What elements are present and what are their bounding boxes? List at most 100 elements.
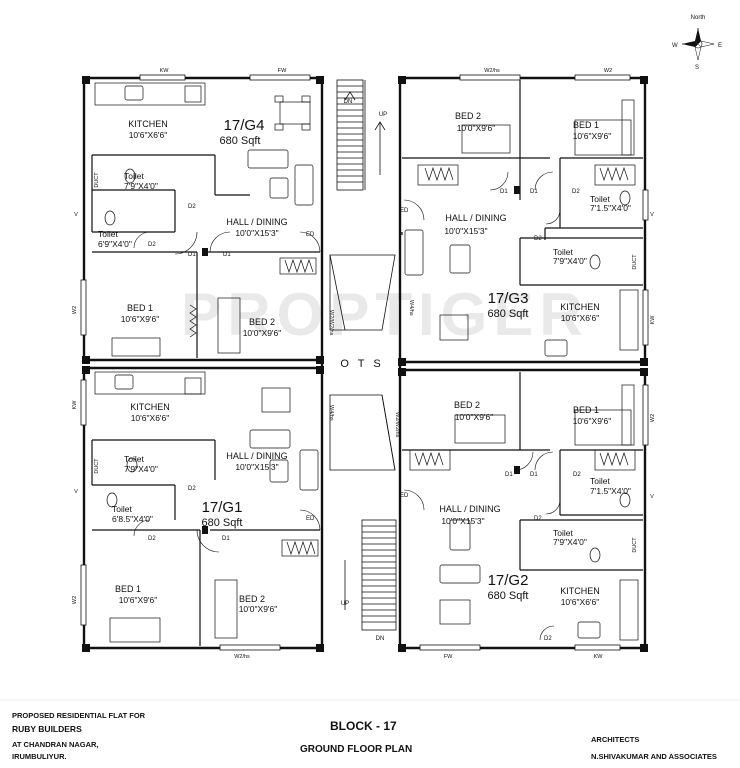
footer-address2: IRUMBULIYUR. [12, 752, 67, 761]
g4-flat-area: 680 Sqft [220, 135, 261, 147]
g2-bed2-label: BED 2 [454, 400, 480, 410]
g2-bed1-dim: 10'6"X9'6" [573, 416, 612, 426]
duct-g2-label: DUCT [632, 537, 638, 553]
g1-toilet1-dim: 7'9"X4'0" [124, 464, 158, 474]
g1-d2-label: D2 [188, 486, 196, 492]
kw-right-label: KW [650, 315, 656, 325]
g3-bed2-label: BED 2 [455, 111, 481, 121]
g1-hall-label: HALL / DINING [226, 451, 287, 461]
stair-up-bottom: UP [341, 601, 349, 607]
g4-toilet2-dim: 6'9"X4'0" [98, 239, 132, 249]
compass-icon [682, 28, 715, 61]
compass-s-label: S [695, 65, 699, 71]
g1-bed1-label: BED 1 [115, 584, 141, 594]
w2-w2hs-g2-label: W2/W2/hs [394, 412, 400, 438]
g1-d1-label: D1 [222, 536, 230, 542]
g2-bed1-label: BED 1 [573, 405, 599, 415]
stair-up-top: UP [379, 112, 387, 118]
g3-d2-label: D2 [572, 189, 580, 195]
g3-kitchen-label: KITCHEN [560, 302, 600, 312]
fw-bottom-label: FW [444, 654, 453, 660]
compass-e-label: E [718, 43, 722, 49]
g1-kitchen-label: KITCHEN [130, 402, 170, 412]
g2-hall-dim: 10'0"X15'3" [441, 516, 484, 526]
g4-bed2-label: BED 2 [249, 317, 275, 327]
w2-right-label: W2 [650, 414, 656, 422]
g2-kitchen-label: KITCHEN [560, 586, 600, 596]
g4-kitchen-label: KITCHEN [128, 119, 168, 129]
g1-d2b-label: D2 [148, 536, 156, 542]
footer-architects: ARCHITECTS [591, 735, 640, 744]
stair-dn-bottom: DN [376, 636, 385, 642]
g4-d1b-label: D1 [223, 252, 231, 258]
duct-g4-label: DUCT [94, 172, 100, 188]
opening-labels: KW FW W2/hs W2 W2/hs FW KW V V V V W2 KW… [72, 68, 656, 660]
g2-d1-label: D1 [505, 472, 513, 478]
g3-flat-area: 680 Sqft [488, 308, 529, 320]
g2-d2c-label: D2 [544, 636, 552, 642]
footer-block: BLOCK - 17 [330, 719, 397, 733]
g3-d2b-label: D2 [534, 236, 542, 242]
w4hs-g1-label: W4/hs [328, 405, 334, 421]
g2-flat-area: 680 Sqft [488, 590, 529, 602]
g3-kitchen-dim: 10'6"X6'6" [561, 313, 600, 323]
g3-ed-label: ED [400, 208, 409, 214]
g3-bed1-label: BED 1 [573, 120, 599, 130]
g1-bed2-dim: 10'0"X9'6" [239, 604, 278, 614]
footer-proposed: PROPOSED RESIDENTIAL FLAT FOR [12, 711, 146, 720]
fw-label: FW [278, 68, 287, 74]
v-right-label: V [650, 212, 654, 218]
g4-bed1-label: BED 1 [127, 303, 153, 313]
g1-bed1-dim: 10'6"X9'6" [119, 595, 158, 605]
w4hs-label: W4/hs [408, 300, 414, 316]
w2-label: W2 [604, 68, 612, 74]
g3-toilet2-dim: 7'9"X4'0" [553, 256, 587, 266]
v-left-label: V [74, 212, 78, 218]
g4-hall-dim: 10'0"X15'3" [235, 228, 278, 238]
footer-builder: RUBY BUILDERS [12, 724, 82, 734]
window-strips [80, 74, 649, 651]
lower-staircase [344, 519, 397, 631]
g2-toilet1-dim: 7'1.5"X4'0" [590, 486, 631, 496]
w2-left2-label: W2 [72, 596, 78, 604]
kw-label: KW [160, 68, 170, 74]
g1-bed2-label: BED 2 [239, 594, 265, 604]
g3-hall-dim: 10'0"X15'3" [444, 226, 487, 236]
g4-bed2-dim: 10'0"X9'6" [243, 328, 282, 338]
g1-toilet1-label: Toilet [124, 454, 144, 464]
furniture [94, 82, 639, 643]
g4-flat-id: 17/G4 [224, 117, 265, 134]
footer-plan: GROUND FLOOR PLAN [300, 744, 413, 755]
g4-ed-label: ED [306, 232, 315, 238]
g3-toilet1-dim: 7'1.5"X4'0" [590, 203, 631, 213]
g1-flat-id: 17/G1 [202, 499, 243, 516]
inner-walls [91, 80, 643, 646]
g2-d2b-label: D2 [534, 516, 542, 522]
compass-w-label: W [672, 43, 678, 49]
g1-flat-area: 680 Sqft [202, 517, 243, 529]
g3-hall-label: HALL / DINING [445, 213, 506, 223]
compass-north-label: North [691, 15, 706, 21]
g3-bed2-dim: 10'0"X9'6" [457, 123, 496, 133]
g2-kitchen-dim: 10'6"X6'6" [561, 597, 600, 607]
footer-address1: AT CHANDRAN NAGAR, [12, 740, 99, 749]
g2-flat-id: 17/G2 [488, 572, 529, 589]
w2-w2hs-label: W2/W2/hs [328, 310, 334, 336]
footer-firm: N.SHIVAKUMAR AND ASSOCIATES [591, 752, 717, 761]
g4-toilet1-label: Toilet [124, 171, 144, 181]
g1-kitchen-dim: 10'6"X6'6" [131, 413, 170, 423]
stair-dn-top: DN [344, 99, 353, 105]
g3-flat-id: 17/G3 [488, 290, 529, 307]
g1-ed-label: ED [306, 516, 315, 522]
g2-toilet2-label: Toilet [553, 528, 573, 538]
g2-ed-label: ED [400, 493, 409, 499]
w2hs-bottom-label: W2/hs [234, 654, 250, 660]
g2-bed2-dim: 10'0"X9'6" [455, 412, 494, 422]
watermark-text: PROPTIGER [181, 281, 588, 348]
g2-hall-label: HALL / DINING [439, 504, 500, 514]
g4-bed1-dim: 10'6"X9'6" [121, 314, 160, 324]
g2-toilet1-label: Toilet [590, 476, 610, 486]
g2-d1b-label: D1 [530, 472, 538, 478]
g4-d2b-label: D2 [148, 242, 156, 248]
ots-shaft [329, 254, 396, 471]
